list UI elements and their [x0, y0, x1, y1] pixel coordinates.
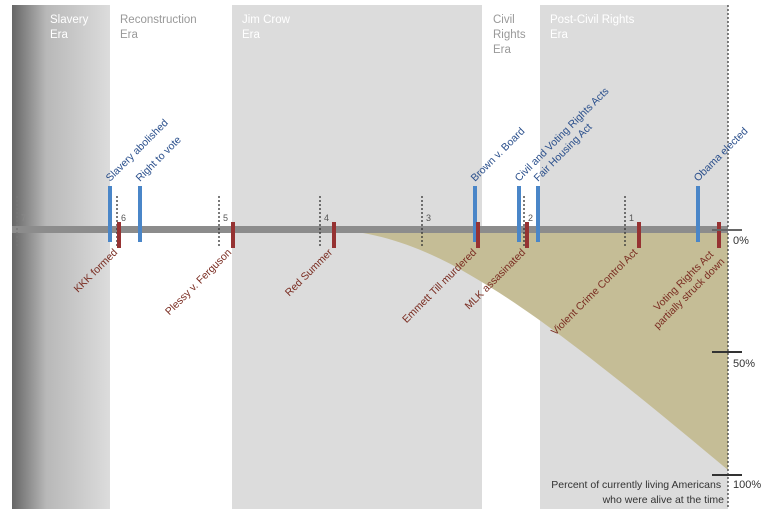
event-marker-crime-act — [637, 222, 641, 248]
generation-label: 7 — [21, 213, 26, 223]
era-label-jim-crow: Jim Crow Era — [242, 14, 293, 41]
era-label-line: Era — [550, 29, 569, 41]
generation-label: 6 — [121, 213, 126, 223]
era-label-slavery: Slavery Era — [50, 14, 92, 41]
era-label-line: Civil — [493, 14, 515, 26]
generation-label: 2 — [528, 213, 533, 223]
percent-axis: 0% 50% 100% — [712, 229, 761, 491]
percent-tick-label: 100% — [733, 479, 761, 491]
event-marker-fair-housing — [536, 186, 540, 242]
event-marker-plessy — [231, 222, 235, 248]
event-marker-right-to-vote — [138, 186, 142, 242]
era-label-line: Jim Crow — [242, 14, 291, 26]
generation-label: 4 — [324, 213, 329, 223]
event-label-plessy: Plessy v. Ferguson — [163, 247, 234, 318]
era-labels: Slavery Era Reconstruction Era Jim Crow … — [50, 14, 638, 56]
era-label-reconstruction: Reconstruction Era — [120, 14, 200, 41]
era-label-line: Rights — [493, 29, 526, 41]
era-label-post-civil-rights: Post-Civil Rights Era — [550, 14, 638, 41]
generation-label: 1 — [629, 213, 634, 223]
positive-event-markers — [108, 186, 700, 242]
era-label-line: Slavery — [50, 14, 89, 26]
caption-line: Percent of currently living Americans — [551, 479, 721, 491]
era-label-line: Post-Civil Rights — [550, 14, 635, 26]
era-label-line: Era — [242, 29, 261, 41]
percent-tick-label: 50% — [733, 358, 755, 370]
era-label-line: Era — [50, 29, 69, 41]
era-band-slavery — [12, 5, 110, 509]
era-label-line: Reconstruction — [120, 14, 197, 26]
generation-markers: 7 6 5 4 3 2 1 — [16, 196, 634, 248]
event-marker-obama-elected — [696, 186, 700, 242]
era-label-line: Era — [493, 44, 512, 56]
era-label-civil-rights: Civil Rights Era — [493, 14, 529, 56]
percent-alive-area — [330, 230, 728, 470]
event-marker-emmett-till — [476, 222, 480, 248]
event-marker-mlk — [525, 222, 529, 248]
event-marker-brown-v-board — [473, 186, 477, 242]
percent-axis-caption: Percent of currently living Americans wh… — [551, 479, 724, 506]
negative-event-markers — [117, 222, 721, 248]
event-marker-kkk-formed — [117, 222, 121, 248]
event-marker-vra-struck — [717, 222, 721, 248]
era-label-line: Era — [120, 29, 139, 41]
event-marker-slavery-abolished — [108, 186, 112, 242]
generation-label: 3 — [426, 213, 431, 223]
caption-line: who were alive at the time — [602, 494, 725, 506]
event-marker-red-summer — [332, 222, 336, 248]
timeline-bar — [12, 226, 728, 233]
percent-tick-label: 0% — [733, 235, 749, 247]
generation-label: 5 — [223, 213, 228, 223]
event-marker-civil-voting-rights — [517, 186, 521, 242]
